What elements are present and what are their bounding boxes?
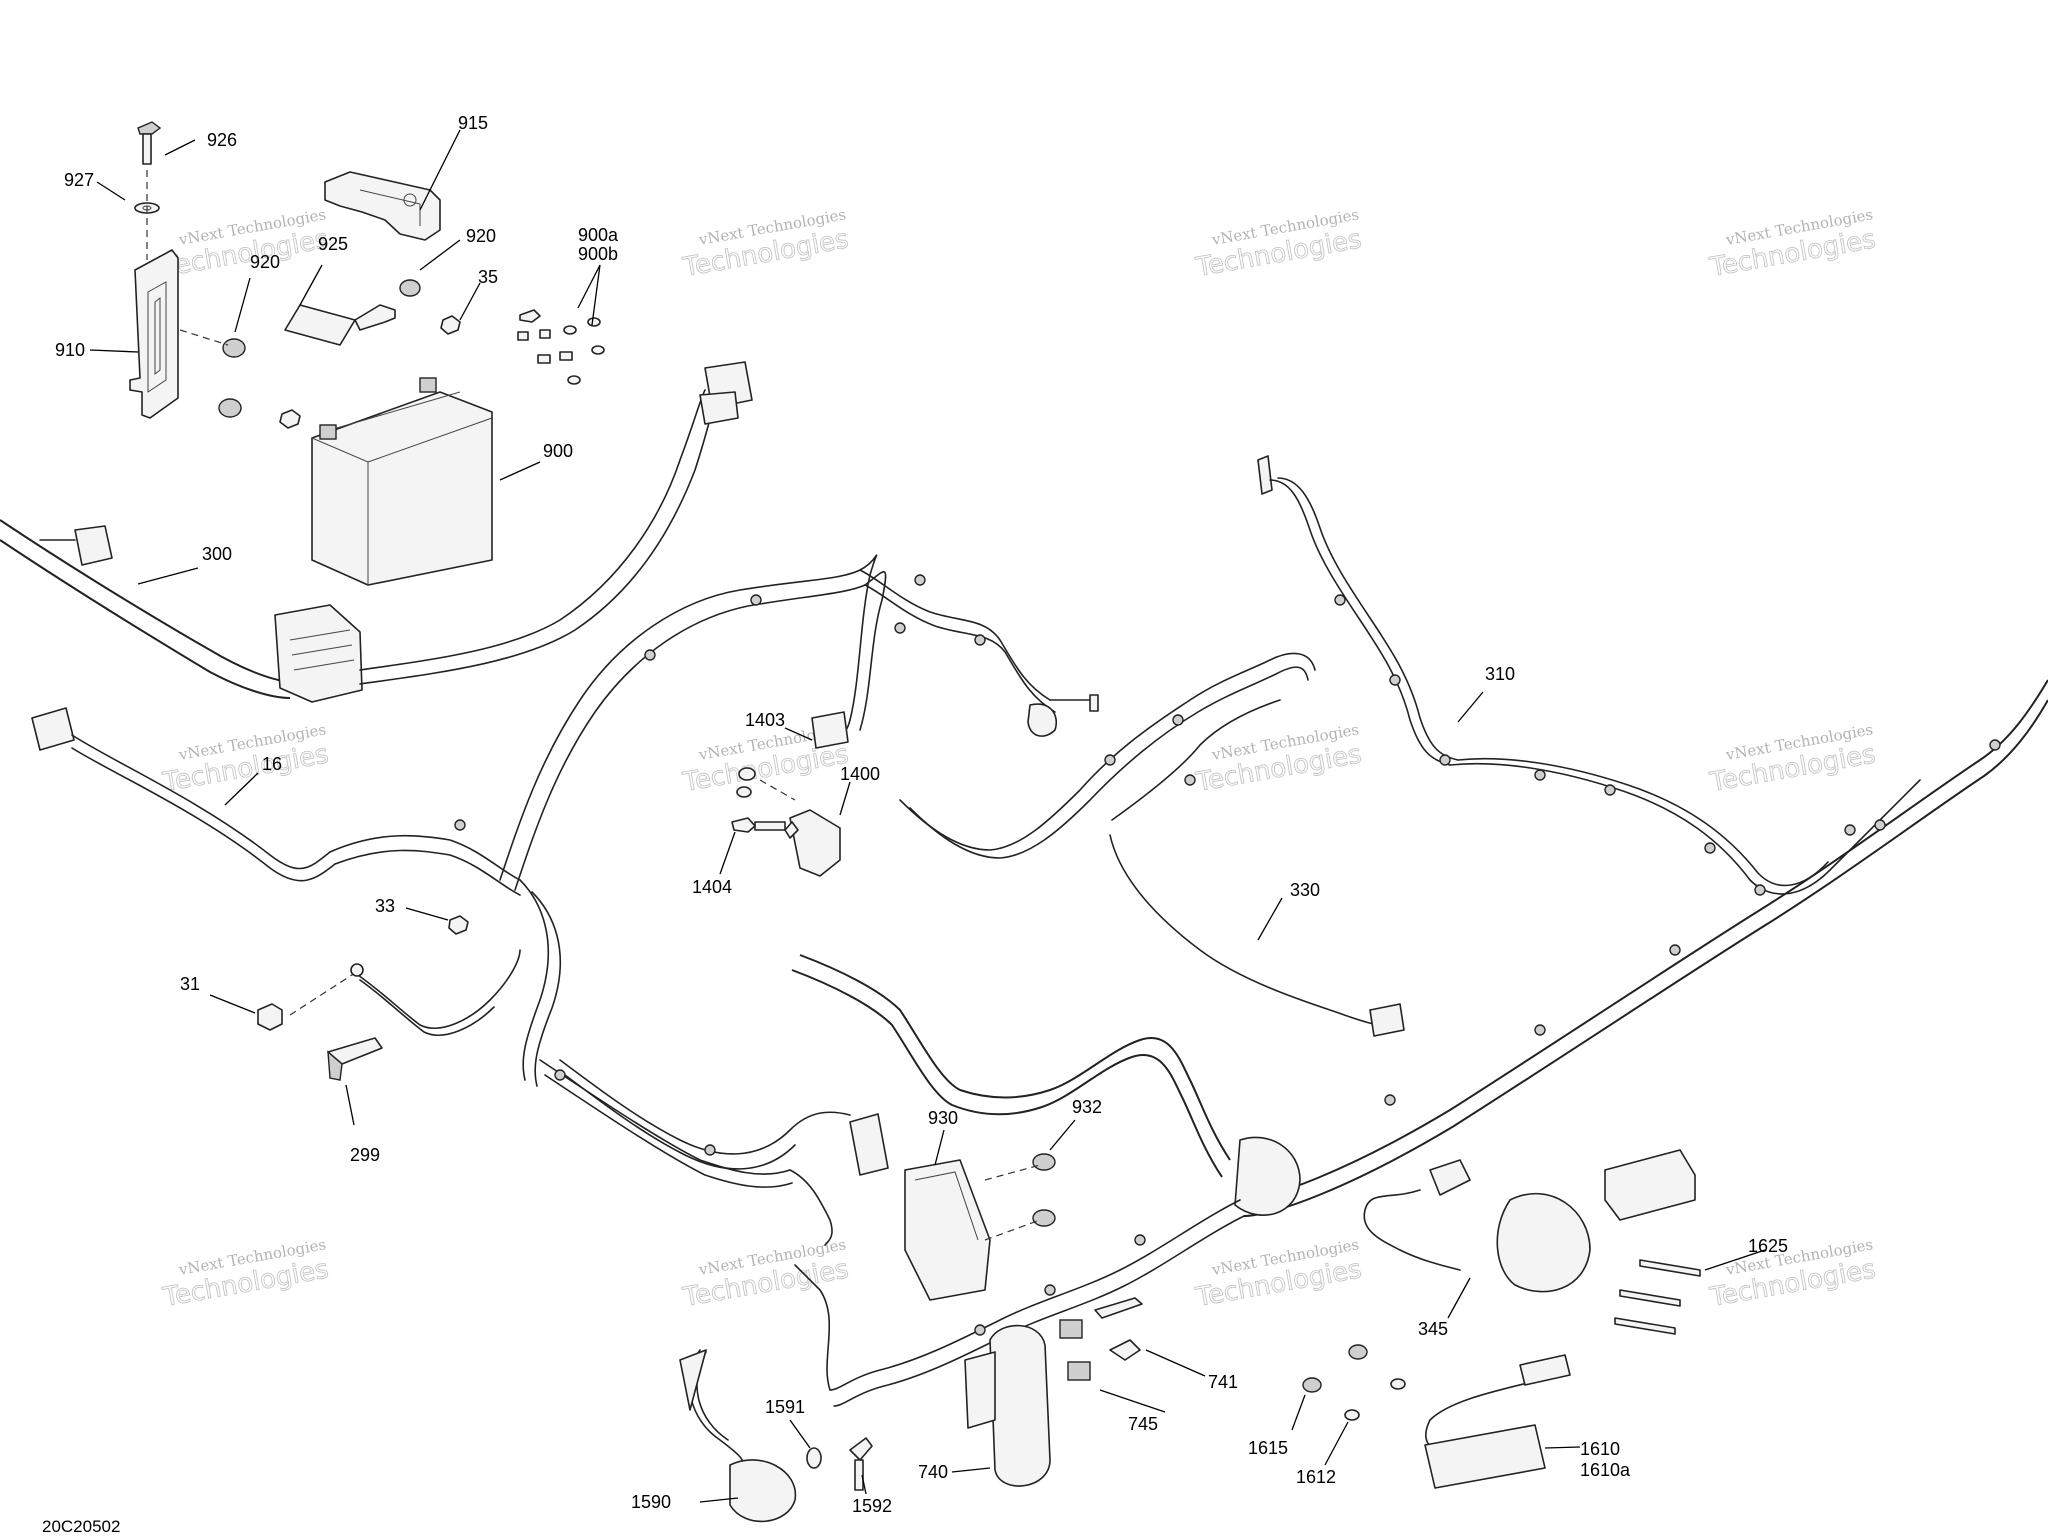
label-1625[interactable]: 1625 bbox=[1748, 1236, 1788, 1256]
watermark: vNext Technologies Technologies bbox=[680, 205, 852, 283]
washers-1612 bbox=[1344, 1378, 1406, 1421]
part-number-labels: 926 927 915 920 920 925 910 35 900a 900b… bbox=[55, 113, 1788, 1516]
battery-900 bbox=[311, 377, 493, 586]
label-925[interactable]: 925 bbox=[318, 234, 348, 254]
label-900a[interactable]: 900a bbox=[578, 225, 619, 245]
label-920-lower[interactable]: 920 bbox=[250, 252, 280, 272]
label-1592[interactable]: 1592 bbox=[852, 1496, 892, 1516]
label-330[interactable]: 330 bbox=[1290, 880, 1320, 900]
label-1610a[interactable]: 1610a bbox=[1580, 1460, 1631, 1480]
label-345[interactable]: 345 bbox=[1418, 1319, 1448, 1339]
harness-trunk-central bbox=[329, 569, 866, 1188]
label-741[interactable]: 741 bbox=[1208, 1372, 1238, 1392]
socket-1590 bbox=[679, 1349, 797, 1523]
washer-1591 bbox=[806, 1447, 822, 1469]
label-745[interactable]: 745 bbox=[1128, 1414, 1158, 1434]
battery-bolt-926 bbox=[137, 121, 162, 165]
label-1612[interactable]: 1612 bbox=[1296, 1467, 1336, 1487]
label-1591[interactable]: 1591 bbox=[765, 1397, 805, 1417]
label-1590[interactable]: 1590 bbox=[631, 1492, 671, 1512]
label-920-upper[interactable]: 920 bbox=[466, 226, 496, 246]
connector-299 bbox=[327, 1037, 383, 1081]
harness-330 bbox=[1109, 699, 1405, 1037]
watermark: vNext Technologies Technologies bbox=[1193, 205, 1365, 283]
label-33[interactable]: 33 bbox=[375, 896, 395, 916]
bolts-1625 bbox=[1614, 1259, 1701, 1335]
nut-35 bbox=[440, 315, 461, 335]
module-930 bbox=[904, 1159, 991, 1301]
label-35[interactable]: 35 bbox=[478, 267, 498, 287]
harness-diagonal-lower bbox=[794, 679, 2048, 1407]
harness-center-lower bbox=[791, 954, 1231, 1178]
nut-1403 bbox=[736, 767, 756, 798]
label-310[interactable]: 310 bbox=[1485, 664, 1515, 684]
watermark: vNext Technologies Technologies bbox=[1707, 205, 1879, 283]
label-926[interactable]: 926 bbox=[207, 130, 237, 150]
grommet-920-lower bbox=[218, 338, 246, 418]
harness-930-branch bbox=[559, 1059, 889, 1246]
harness-upper-branch bbox=[859, 569, 1316, 859]
label-1404[interactable]: 1404 bbox=[692, 877, 732, 897]
battery-cable-clamp-915 bbox=[324, 171, 441, 241]
diagram-reference-code: 20C20502 bbox=[42, 1517, 120, 1536]
horn-345 bbox=[1363, 1149, 1696, 1293]
bolt-1592 bbox=[849, 1437, 873, 1491]
harness-310 bbox=[1257, 455, 1921, 895]
sensor-1400 bbox=[784, 809, 841, 877]
leader-lines bbox=[89, 129, 1766, 1503]
label-300[interactable]: 300 bbox=[202, 544, 232, 564]
label-932[interactable]: 932 bbox=[1072, 1097, 1102, 1117]
bolt-1404 bbox=[731, 817, 786, 833]
bolt-900-set bbox=[517, 309, 605, 385]
watermark: vNext Technologies Technologies bbox=[160, 1235, 332, 1313]
label-16[interactable]: 16 bbox=[262, 754, 282, 774]
light-740 bbox=[964, 1324, 1051, 1487]
harness-clips bbox=[454, 574, 2001, 1336]
spacers-1615 bbox=[1302, 1344, 1368, 1393]
grommet-920-upper bbox=[399, 279, 421, 297]
hex-nut-small bbox=[279, 409, 301, 429]
watermark: vNext Technologies Technologies bbox=[1707, 1235, 1879, 1313]
battery-holder-bracket-910 bbox=[129, 249, 179, 419]
watermark: vNext Technologies Technologies bbox=[160, 205, 332, 283]
brackets-745 bbox=[1059, 1319, 1091, 1381]
watermark-group: vNext Technologies Technologies vNext Te… bbox=[160, 205, 1879, 1313]
label-1615[interactable]: 1615 bbox=[1248, 1438, 1288, 1458]
label-1610[interactable]: 1610 bbox=[1580, 1439, 1620, 1459]
nut-33 bbox=[448, 915, 469, 935]
label-299[interactable]: 299 bbox=[350, 1145, 380, 1165]
watermark: vNext Technologies Technologies bbox=[1193, 1235, 1365, 1313]
watermark: vNext Technologies Technologies bbox=[1707, 720, 1879, 798]
label-900[interactable]: 900 bbox=[543, 441, 573, 461]
harness-16 bbox=[31, 707, 336, 882]
bolts-741 bbox=[1094, 1297, 1143, 1361]
label-31[interactable]: 31 bbox=[180, 974, 200, 994]
label-1400[interactable]: 1400 bbox=[840, 764, 880, 784]
light-1610 bbox=[1424, 1354, 1571, 1489]
main-harness-300 bbox=[0, 361, 753, 703]
label-915[interactable]: 915 bbox=[458, 113, 488, 133]
grommet-932 bbox=[1032, 1153, 1056, 1227]
label-927[interactable]: 927 bbox=[64, 170, 94, 190]
label-900b[interactable]: 900b bbox=[578, 244, 618, 264]
label-740[interactable]: 740 bbox=[918, 1462, 948, 1482]
terminal-cover-925 bbox=[284, 304, 396, 346]
label-910[interactable]: 910 bbox=[55, 340, 85, 360]
harness-1400-branch bbox=[811, 554, 887, 749]
label-930[interactable]: 930 bbox=[928, 1108, 958, 1128]
ground-cable-31 bbox=[257, 949, 521, 1036]
label-1403[interactable]: 1403 bbox=[745, 710, 785, 730]
